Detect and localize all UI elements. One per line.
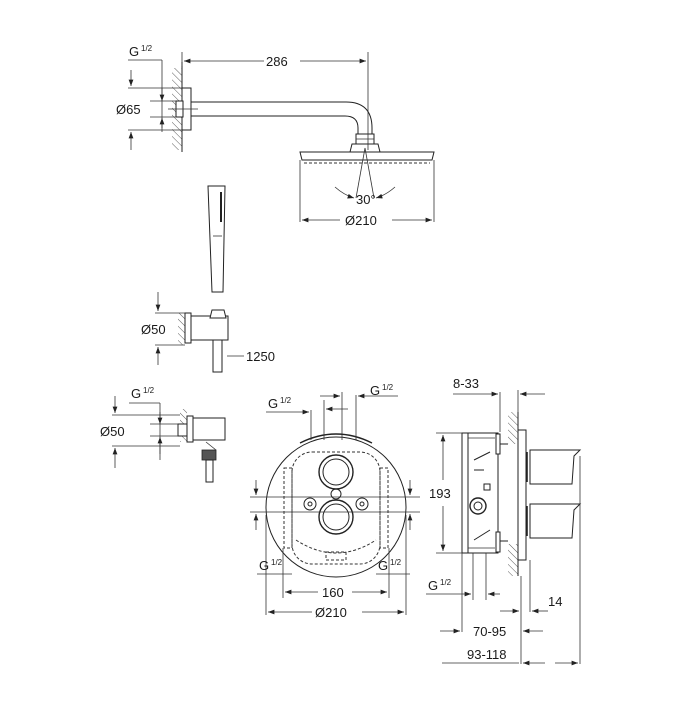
thermostat-side-view: 8-33 193 G 1/2 14 70-95 93-118 [426, 376, 582, 666]
svg-text:1/2: 1/2 [143, 386, 155, 395]
svg-text:1/2: 1/2 [280, 396, 292, 405]
mounting-box [461, 432, 469, 554]
depth-range-label: 8-33 [453, 376, 479, 391]
svg-text:1/2: 1/2 [141, 44, 153, 53]
total-depth-label: 93-118 [467, 647, 507, 662]
cover-plate [517, 429, 527, 561]
handle-top [529, 449, 582, 485]
hand-shower [207, 185, 226, 293]
valve-spacing-label: 160 [322, 585, 344, 600]
wall-outlet-elbow [192, 417, 226, 441]
thermostat-cartridge [469, 497, 487, 515]
svg-text:1/2: 1/2 [390, 558, 402, 567]
svg-text:G: G [370, 383, 380, 398]
outlet-thread-label: G [131, 386, 141, 401]
holder-diameter-label: Ø50 [141, 322, 166, 337]
svg-text:1/2: 1/2 [440, 578, 452, 587]
thermostat-front-view: G 1/2 G 1/2 G 1/2 G 1/2 160 [250, 383, 420, 620]
wall-outlet-assembly: G 1/2 Ø50 [100, 386, 226, 483]
arm-diameter-label: Ø65 [116, 102, 141, 117]
svg-text:G: G [259, 558, 269, 573]
arm-thread-label: G [129, 44, 139, 59]
head-shower [299, 151, 435, 161]
handle-bottom [529, 503, 582, 539]
plate-diameter-label: Ø210 [315, 605, 347, 620]
shower-arm-assembly: 30° 286 G 1/2 Ø65 Ø210 [116, 44, 435, 228]
shower-hose [212, 339, 223, 373]
valve-bottom [318, 499, 354, 535]
head-diameter-label: Ø210 [345, 213, 377, 228]
svg-text:G: G [428, 578, 438, 593]
svg-text:G: G [268, 396, 278, 411]
outlet-diameter-label: Ø50 [100, 424, 125, 439]
valve-top [318, 454, 354, 490]
hand-shower-holder [190, 315, 229, 341]
plate-thickness-label: 14 [548, 594, 562, 609]
tilt-angle-label: 30° [356, 192, 376, 207]
svg-text:G: G [378, 558, 388, 573]
install-depth-label: 70-95 [473, 624, 506, 639]
front-plate-circle [265, 436, 407, 578]
hose-length-label: 1250 [246, 349, 275, 364]
svg-text:1/2: 1/2 [271, 558, 283, 567]
hand-shower-assembly: 1250 Ø50 [141, 185, 275, 373]
box-height-label: 193 [429, 486, 451, 501]
svg-text:1/2: 1/2 [382, 383, 394, 392]
arm-length-label: 286 [266, 54, 288, 69]
